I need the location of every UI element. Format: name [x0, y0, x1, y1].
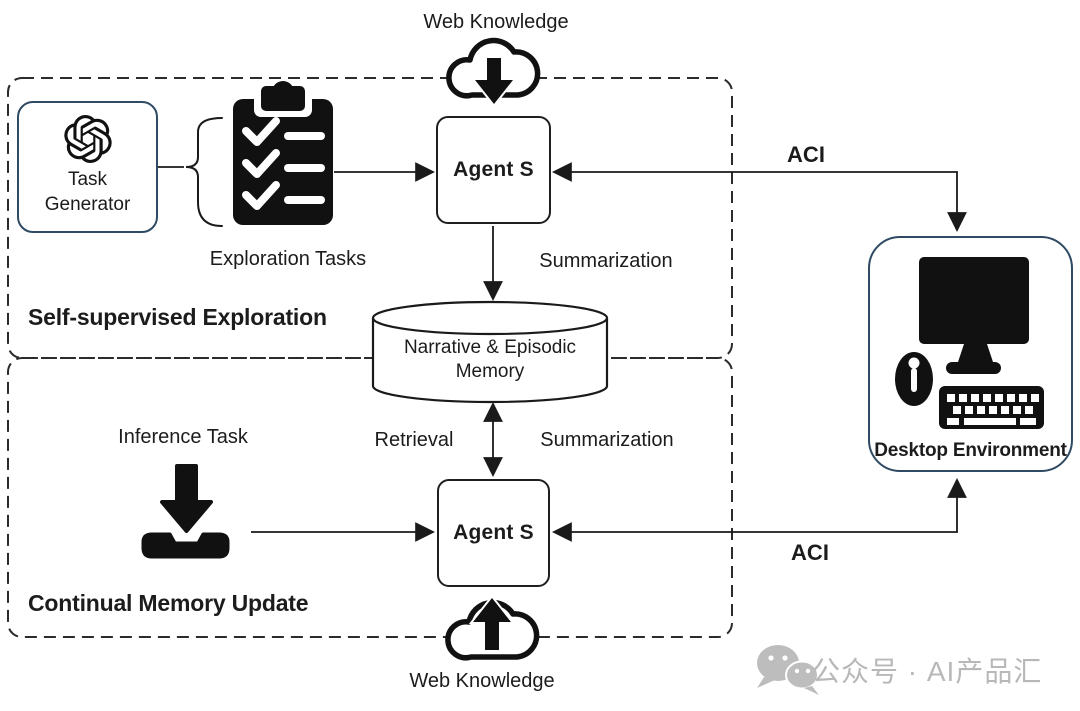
continual-memory-update-title: Continual Memory Update	[28, 590, 309, 616]
upload-arrow	[468, 594, 516, 652]
task-generator-label: Task Generator	[45, 167, 131, 217]
connector-lines	[158, 117, 967, 542]
agent-s-top-box: Agent S	[436, 116, 551, 224]
desktop-computer-icon	[895, 257, 1044, 429]
desktop-environment-label: Desktop Environment	[874, 440, 1067, 461]
web-knowledge-top-label: Web Knowledge	[423, 11, 569, 33]
web-knowledge-bottom-label: Web Knowledge	[409, 670, 555, 692]
agent-s-bottom-box: Agent S	[437, 479, 550, 587]
memory-line2: Memory	[455, 361, 525, 382]
aci-top-connector	[552, 162, 967, 232]
memory-database-icon	[371, 300, 609, 404]
keyboard-icon	[939, 386, 1044, 429]
brace-shape	[185, 117, 223, 227]
clipboard-checklist-icon	[233, 81, 333, 225]
task-generator-line2: Generator	[44, 194, 131, 215]
memory-line1: Narrative & Episodic	[403, 337, 577, 358]
aci-bottom-label: ACI	[791, 540, 829, 565]
cloud-upload-icon	[445, 594, 540, 661]
retrieval-label: Retrieval	[374, 429, 454, 451]
download-arrow	[470, 56, 518, 108]
task-generator-box: Task Generator	[17, 101, 158, 233]
checklist-marks	[242, 117, 325, 210]
summarization-bottom-label: Summarization	[540, 429, 674, 451]
memory-label: Narrative & Episodic Memory	[373, 336, 607, 384]
download-tray-icon	[141, 464, 230, 559]
monitor-icon	[919, 257, 1029, 344]
self-supervised-exploration-title: Self-supervised Exploration	[28, 304, 327, 330]
mouse-icon	[895, 352, 933, 406]
openai-logo-icon	[63, 115, 112, 163]
agent-s-bottom-label: Agent S	[453, 521, 534, 544]
task-generator-line1: Task	[67, 169, 108, 190]
watermark-text: 公众号 · AI产品汇	[812, 656, 1043, 687]
cloud-download-icon	[446, 37, 541, 108]
inference-task-label: Inference Task	[118, 426, 248, 448]
desktop-environment-box: Desktop Environment	[868, 236, 1073, 472]
summarization-top-label: Summarization	[539, 250, 673, 272]
wechat-icon	[757, 645, 819, 695]
aci-bottom-connector	[552, 478, 967, 542]
aci-top-label: ACI	[787, 142, 825, 167]
exploration-tasks-label: Exploration Tasks	[209, 248, 367, 270]
agent-s-top-label: Agent S	[453, 158, 534, 181]
